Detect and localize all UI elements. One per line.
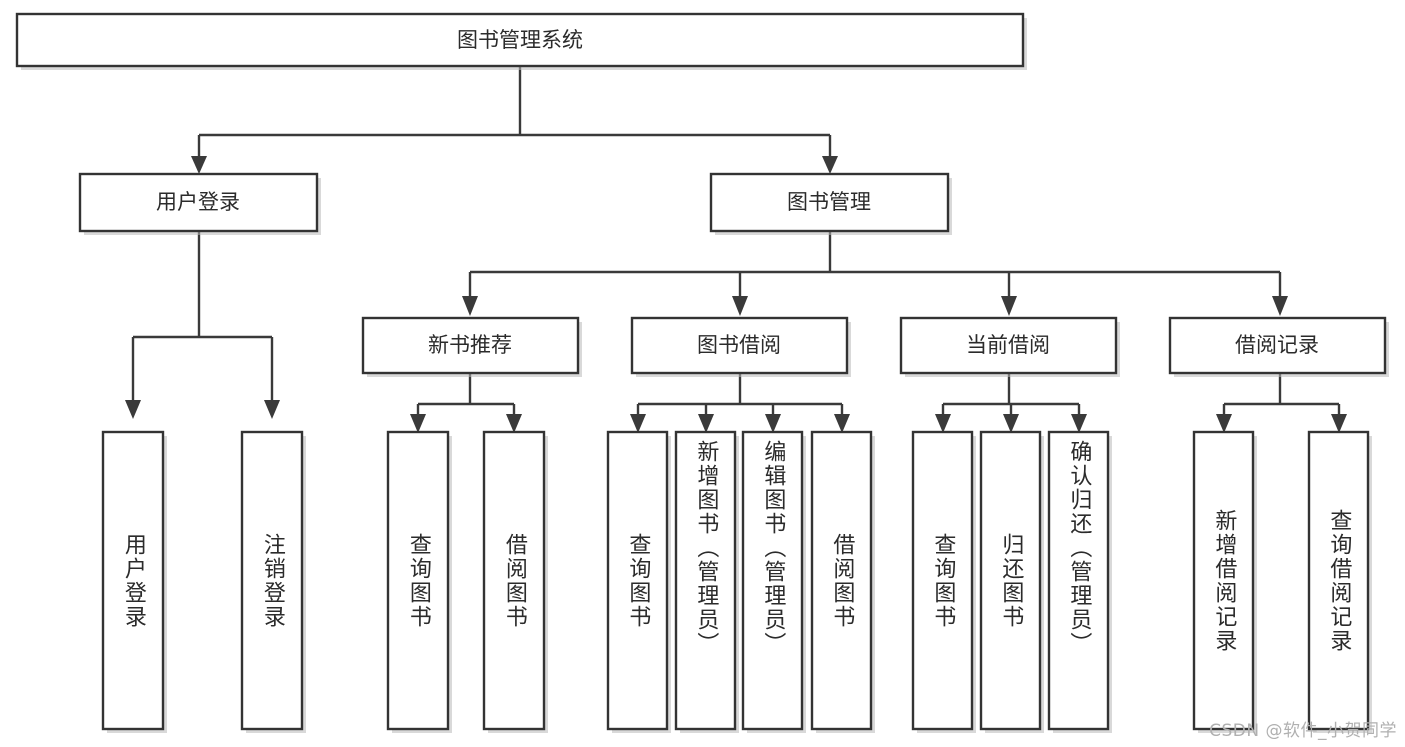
arrow-borrow-leaf-3 <box>765 414 781 433</box>
node-borrow-records[interactable]: 借阅记录 <box>1168 316 1389 377</box>
arrow-current-leaf-3 <box>1071 414 1087 433</box>
arrow-bookmgmt-to-borrow <box>732 296 748 316</box>
node-book-borrow-box[interactable] <box>630 316 849 375</box>
arrow-records-leaf-1 <box>1216 414 1232 433</box>
leaf-box-user-login[interactable] <box>101 430 165 731</box>
leaf-box-cb-query-book[interactable] <box>911 430 974 731</box>
node-user-login[interactable]: 用户登录 <box>78 172 321 235</box>
node-root[interactable]: 图书管理系统 <box>15 12 1027 70</box>
leaf-box-nb-borrow-book[interactable] <box>482 430 546 731</box>
arrow-userlogin-leaf-1 <box>125 400 141 419</box>
arrow-root-to-user-login <box>191 156 207 174</box>
node-new-book-recommend-box[interactable] <box>361 316 580 375</box>
node-book-borrow[interactable]: 图书借阅 <box>630 316 851 377</box>
arrow-borrow-leaf-4 <box>834 414 850 433</box>
arrow-root-to-book-mgmt <box>822 156 838 174</box>
leaf-box-bb-query-book[interactable] <box>606 430 669 731</box>
node-current-borrow-label: 当前借阅 <box>966 333 1050 357</box>
node-user-login-label: 用户登录 <box>156 190 240 214</box>
node-book-management-box[interactable] <box>709 172 950 233</box>
arrow-userlogin-leaf-2 <box>264 400 280 419</box>
node-current-borrow-box[interactable] <box>899 316 1118 375</box>
arrow-current-leaf-2 <box>1003 414 1019 433</box>
arrow-borrow-leaf-2 <box>698 414 714 433</box>
node-book-borrow-label: 图书借阅 <box>697 333 781 357</box>
arrow-bookmgmt-to-newbook <box>462 296 478 316</box>
leaf-box-bb-add-book[interactable] <box>674 430 737 731</box>
arrow-newbook-leaf-1 <box>410 414 426 433</box>
arrow-bookmgmt-to-current <box>1001 296 1017 316</box>
leaf-box-br-query-record[interactable] <box>1307 430 1370 731</box>
arrow-borrow-leaf-1 <box>630 414 646 433</box>
leaf-box-cb-return-book[interactable] <box>979 430 1042 731</box>
leaf-boxes <box>101 430 1372 733</box>
arrow-records-leaf-2 <box>1331 414 1347 433</box>
leaf-box-br-add-record[interactable] <box>1192 430 1255 731</box>
connectors <box>125 66 1347 433</box>
node-current-borrow[interactable]: 当前借阅 <box>899 316 1120 377</box>
node-borrow-records-label: 借阅记录 <box>1235 333 1319 357</box>
arrow-newbook-leaf-2 <box>506 414 522 433</box>
node-new-book-recommend[interactable]: 新书推荐 <box>361 316 582 377</box>
node-root-box[interactable] <box>15 12 1025 68</box>
leaf-box-bb-edit-book[interactable] <box>741 430 804 731</box>
node-book-management-label: 图书管理 <box>787 190 871 214</box>
node-borrow-records-box[interactable] <box>1168 316 1387 375</box>
arrow-current-leaf-1 <box>935 414 951 433</box>
leaf-box-logout[interactable] <box>240 430 304 731</box>
leaf-box-bb-borrow-book[interactable] <box>810 430 873 731</box>
arrow-bookmgmt-to-records <box>1272 296 1288 316</box>
watermark: CSDN @软件_小贺同学 <box>1209 721 1397 741</box>
leaf-box-cb-confirm-return[interactable] <box>1047 430 1110 731</box>
node-book-management[interactable]: 图书管理 <box>709 172 952 235</box>
node-root-label: 图书管理系统 <box>457 28 583 52</box>
node-user-login-box[interactable] <box>78 172 319 233</box>
leaf-box-nb-query-book[interactable] <box>386 430 450 731</box>
node-new-book-recommend-label: 新书推荐 <box>428 333 512 357</box>
